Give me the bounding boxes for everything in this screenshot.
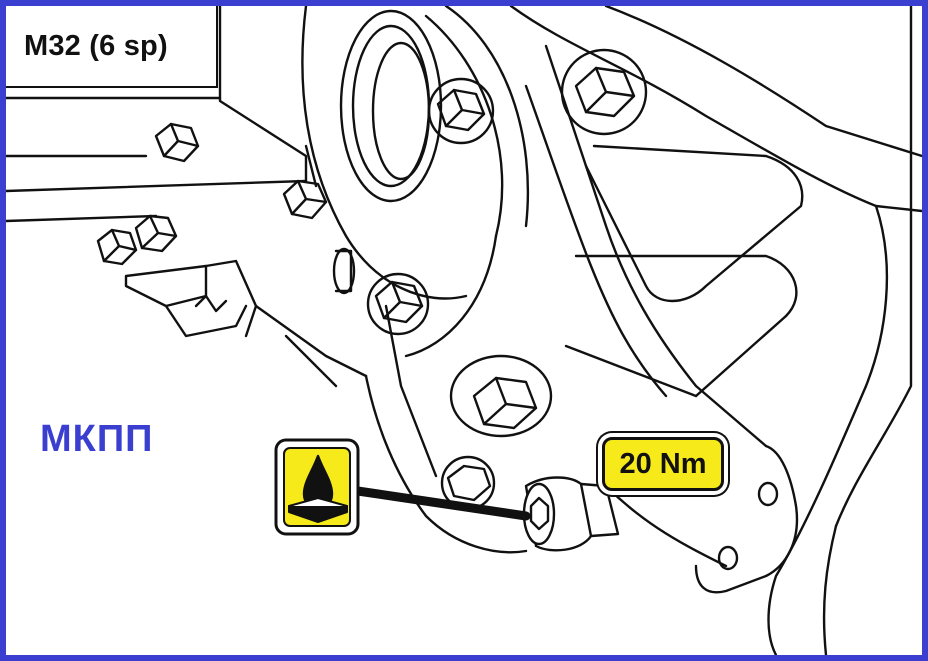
hex-socket-plug-icon [522, 476, 620, 552]
transmission-line-drawing [6, 6, 922, 655]
torque-badge: 20 Nm [602, 437, 724, 491]
left-casing [6, 96, 528, 554]
leader-line [346, 485, 531, 521]
hex-bolt-icon [96, 48, 648, 511]
torque-value: 20 Nm [619, 447, 707, 480]
model-label-box: M32 (6 sp) [6, 6, 218, 88]
oil-drop-pan-icon [274, 438, 360, 536]
transmission-type-label: МКПП [40, 418, 154, 460]
bearing-boss [301, 6, 530, 358]
transmission-housing [218, 6, 922, 655]
model-label: M32 (6 sp) [24, 29, 168, 62]
